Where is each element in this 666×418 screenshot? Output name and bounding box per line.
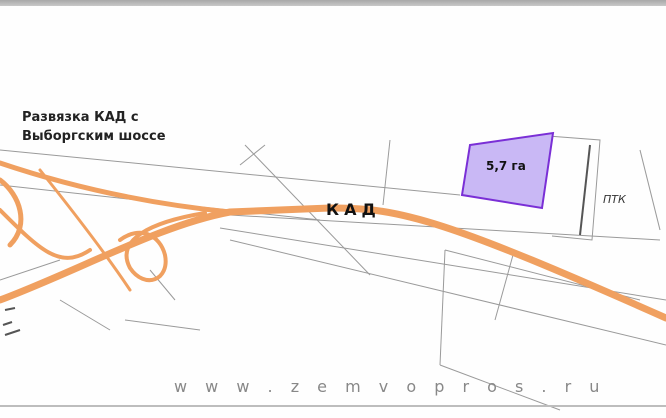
top-border — [0, 0, 666, 6]
ptk-label: ПТК — [603, 193, 626, 206]
watermark: w w w . z e m v o p r o s . r u — [174, 377, 606, 396]
kad-road — [0, 160, 666, 322]
junction-label-line2: Выборгским шоссе — [22, 129, 166, 144]
plot-area-label: 5,7 га — [486, 159, 526, 173]
road-label: КАД — [326, 200, 381, 219]
junction-label-line1: Развязка КАД с — [22, 110, 139, 125]
bottom-border — [0, 405, 666, 407]
land-plot — [460, 131, 555, 210]
map-buildings — [2, 144, 591, 336]
junction-label: Развязка КАД с Выборгским шоссе — [22, 108, 166, 146]
